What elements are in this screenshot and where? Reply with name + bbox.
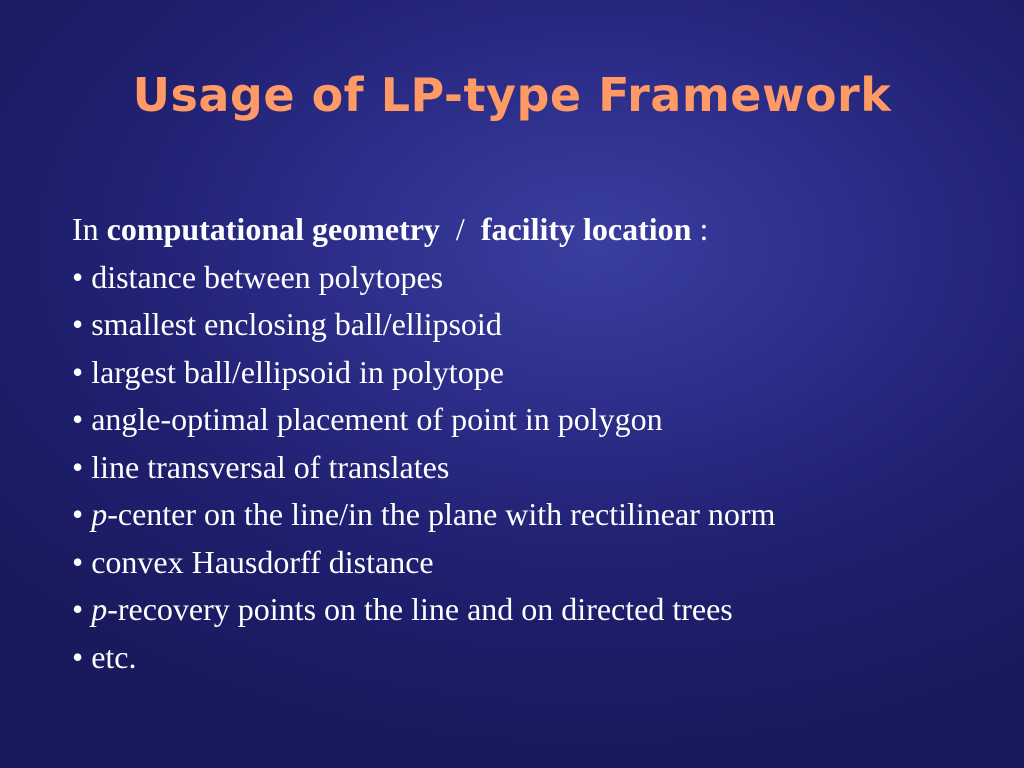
bullet-text: angle-optimal placement of point in poly… bbox=[91, 401, 663, 437]
intro-topic-a: computational geometry bbox=[106, 211, 440, 247]
bullet-text: largest ball/ellipsoid in polytope bbox=[91, 353, 504, 390]
bullet-marker: • bbox=[72, 401, 84, 437]
bullet-item: • etc. bbox=[72, 634, 775, 682]
bullet-italic-prefix: p bbox=[91, 496, 108, 532]
bullet-item: • distance between polytopes bbox=[72, 254, 775, 302]
bullet-item: • p-recovery points on the line and on d… bbox=[72, 586, 775, 634]
bullet-item: • smallest enclosing ball/ellipsoid bbox=[72, 301, 775, 349]
bullet-item: • convex Hausdorff distance bbox=[72, 539, 775, 587]
slide-body: In computational geometry / facility loc… bbox=[72, 206, 775, 681]
intro-suffix: : bbox=[691, 211, 709, 247]
bullet-marker: • bbox=[72, 496, 84, 532]
bullet-item: • largest ball/ellipsoid in polytope bbox=[72, 349, 775, 397]
bullet-marker: • bbox=[72, 448, 84, 485]
bullet-marker: • bbox=[72, 638, 84, 675]
bullet-text: smallest enclosing ball/ellipsoid bbox=[91, 306, 502, 342]
bullet-text: etc. bbox=[91, 638, 137, 675]
bullet-item: • p-center on the line/in the plane with… bbox=[72, 491, 775, 539]
intro-prefix: In bbox=[72, 211, 107, 247]
bullet-item: • line transversal of translates bbox=[72, 444, 775, 492]
intro-topic-b: facility location bbox=[480, 211, 692, 247]
bullet-text: -recovery points on the line and on dire… bbox=[107, 591, 733, 627]
bullet-text: -center on the line/in the plane with re… bbox=[107, 496, 776, 532]
bullet-marker: • bbox=[72, 543, 84, 580]
bullet-marker: • bbox=[72, 306, 84, 342]
bullet-item: • angle-optimal placement of point in po… bbox=[72, 396, 775, 444]
bullet-text: line transversal of translates bbox=[91, 448, 450, 485]
bullet-marker: • bbox=[72, 258, 84, 295]
bullet-marker: • bbox=[72, 591, 84, 627]
slide-title: Usage of LP-type Framework bbox=[132, 68, 892, 122]
intro-separator: / bbox=[439, 211, 481, 247]
bullet-text: distance between polytopes bbox=[91, 258, 444, 295]
bullet-italic-prefix: p bbox=[91, 591, 108, 627]
bullet-marker: • bbox=[72, 353, 84, 390]
bullet-text: convex Hausdorff distance bbox=[91, 543, 434, 580]
intro-line: In computational geometry / facility loc… bbox=[72, 206, 775, 254]
